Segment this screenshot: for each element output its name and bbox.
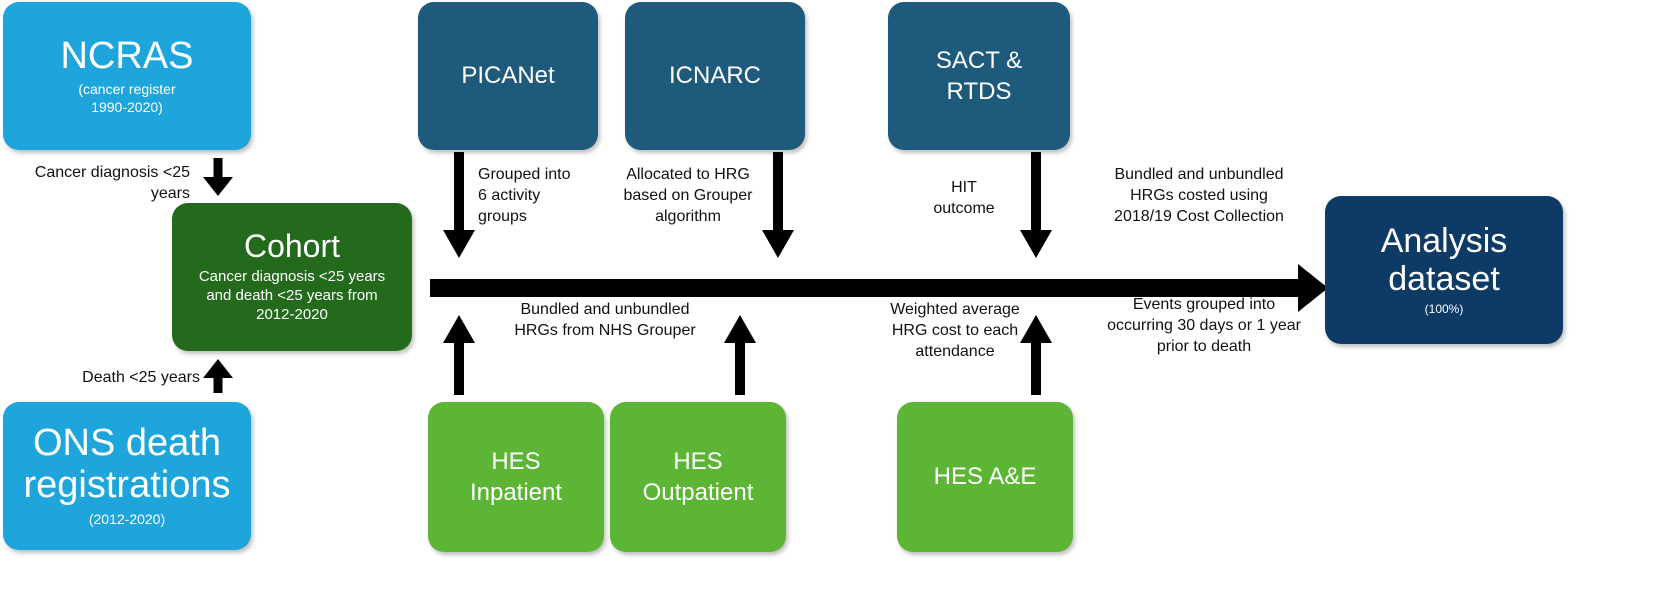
arrowhead-picanet [443,230,475,258]
arrowhead-sact [1020,230,1052,258]
label-analysis-bottom: Events grouped into occurring 30 days or… [1107,296,1301,355]
arrowhead-hes-ae [1020,315,1052,343]
node-ons-title: ONS death registrations [23,422,231,507]
node-hes-outpatient: HES Outpatient [610,402,786,552]
label-sact: HIT outcome [933,179,995,217]
node-analysis-subtitle: (100%) [1424,301,1464,316]
node-sact: SACT & RTDS [888,2,1070,150]
arrowhead-hes-outpatient [724,315,756,343]
node-analysis-title: Analysis dataset [1380,222,1508,298]
node-cohort-subtitle: Cancer diagnosis <25 years and death <25… [198,268,386,323]
node-analysis: Analysis dataset (100%) [1325,196,1563,344]
node-ncras: NCRAS (cancer register 1990-2020) [3,2,251,150]
node-hes-outpatient-title: HES Outpatient [642,447,754,506]
node-icnarc-title: ICNARC [668,61,761,89]
node-picanet: PICANet [418,2,598,150]
arrowhead-ons-cohort [203,359,233,378]
label-icnarc: Allocated to HRG based on Grouper algori… [623,166,753,225]
label-ncras-cohort: Cancer diagnosis <25 years [34,164,190,202]
node-picanet-title: PICANet [461,61,555,89]
label-ons-cohort: Death <25 years [82,369,200,386]
arrowhead-hes-inpatient [443,315,475,343]
node-hes-ae: HES A&E [897,402,1073,552]
node-ons: ONS death registrations (2012-2020) [3,402,251,550]
label-hes-ae: Weighted average HRG cost to each attend… [890,301,1020,360]
arrowhead-icnarc [762,230,794,258]
node-cohort-title: Cohort [243,228,341,265]
node-hes-inpatient-title: HES Inpatient [469,447,563,506]
node-ncras-subtitle: (cancer register 1990-2020) [78,81,176,115]
node-icnarc: ICNARC [625,2,805,150]
label-analysis-top: Bundled and unbundled HRGs costed using … [1114,166,1284,225]
label-hes-ip-op: Bundled and unbundled HRGs from NHS Grou… [514,301,696,339]
node-hes-ae-title: HES A&E [933,462,1037,490]
node-ons-subtitle: (2012-2020) [88,511,166,528]
node-cohort: Cohort Cancer diagnosis <25 years and de… [172,203,412,351]
node-hes-inpatient: HES Inpatient [428,402,604,552]
node-ncras-title: NCRAS [60,34,194,77]
arrowhead-ncras-cohort [203,177,233,196]
label-picanet: Grouped into 6 activity groups [478,166,571,225]
node-sact-title: SACT & RTDS [935,46,1023,105]
main-timeline-arrowhead [1298,264,1328,312]
